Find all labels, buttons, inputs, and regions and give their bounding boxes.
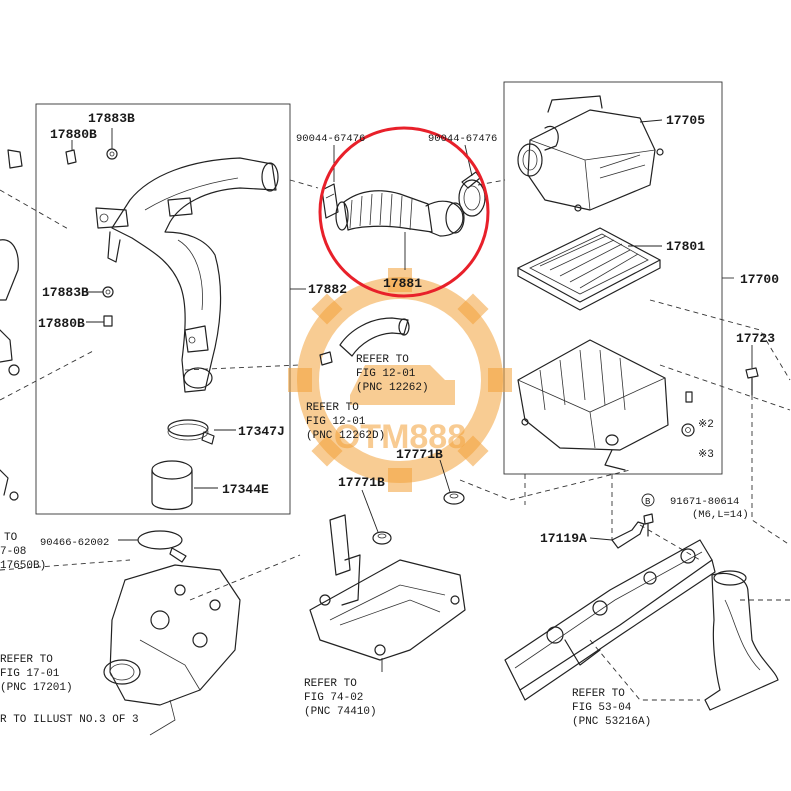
dash-right-3 — [751, 395, 791, 546]
clip-17880b-top — [65, 140, 77, 165]
dash-right-1 — [649, 299, 791, 381]
refer-fig-12-01-a: REFER TO FIG 12-01 (PNC 12262) — [356, 354, 429, 394]
label-91671: 91671-80614 — [670, 496, 739, 508]
svg-text:FIG 53-04: FIG 53-04 — [572, 702, 632, 714]
label-17882: 17882 — [308, 282, 347, 297]
refer-fig-74-02: REFER TO FIG 74-02 (PNC 74410) — [304, 678, 377, 718]
dash-right-2 — [659, 364, 791, 411]
svg-text:FIG 12-01: FIG 12-01 — [356, 368, 416, 380]
clip-17883b-mid — [86, 286, 114, 298]
label-90466: 90466-62002 — [40, 537, 109, 549]
label-17344e: 17344E — [222, 482, 269, 497]
breather-hose — [319, 317, 410, 366]
watermark-text: OTM888 — [334, 418, 466, 456]
dash-pipe-to-hose — [289, 179, 319, 189]
label-17880b-mid: 17880B — [38, 316, 85, 331]
grommet-17771b-top — [439, 459, 465, 505]
label-17700: 17700 — [740, 272, 779, 287]
watermark-gear: OTM888 — [288, 268, 512, 492]
label-17880b-top: 17880B — [50, 127, 97, 142]
air-filter-17801 — [517, 227, 662, 311]
intake-pipe-group-box — [35, 103, 291, 515]
turbocharger-body — [103, 564, 241, 736]
svg-text:(PNC 74410): (PNC 74410) — [304, 706, 377, 718]
highlight-circle — [318, 126, 490, 298]
dash-crossmember — [589, 639, 700, 701]
svg-text:REFER TO: REFER TO — [306, 402, 359, 414]
clip-17880b-mid — [86, 315, 113, 327]
svg-text:FIG 17-01: FIG 17-01 — [0, 668, 60, 680]
label-91671-spec: (M6,L=14) — [692, 509, 749, 521]
label-17771b-top: 17771B — [396, 447, 443, 462]
label-17883b-top: 17883B — [88, 111, 135, 126]
refer-fig-53-04: REFER TO FIG 53-04 (PNC 53216A) — [572, 688, 651, 728]
dash-bolt-down — [639, 524, 701, 561]
label-17723: 17723 — [736, 331, 775, 346]
hose-17344e — [151, 460, 218, 511]
air-intake-duct — [704, 570, 779, 711]
label-17347j: 17347J — [238, 424, 285, 439]
svg-text:TO: TO — [4, 532, 18, 544]
radiator-support-crossmember — [504, 539, 716, 701]
air-cleaner-cap-17705 — [517, 95, 664, 212]
svg-text:REFER TO: REFER TO — [572, 688, 625, 700]
dash-grommet-to-cleaner — [459, 469, 631, 501]
refer-fig-17-01: REFER TO FIG 17-01 (PNC 17201) — [0, 654, 73, 694]
bolt-91671 — [643, 513, 654, 537]
svg-text:(PNC 17201): (PNC 17201) — [0, 682, 73, 694]
label-17801: 17801 — [666, 239, 705, 254]
dash-turbo-to-bracket — [189, 554, 301, 601]
clamp-17347j — [167, 419, 236, 445]
left-edge-fragments — [0, 149, 23, 501]
label-90044-right: 90044-67476 — [428, 133, 497, 145]
svg-text:REFER TO: REFER TO — [356, 354, 409, 366]
label-90044-left: 90044-67476 — [296, 133, 365, 145]
note-x3: ※3 — [698, 449, 714, 461]
svg-text:FIG 74-02: FIG 74-02 — [304, 692, 363, 704]
refer-fig-12-01-b: REFER TO FIG 12-01 (PNC 12262D) — [306, 402, 385, 442]
note-x2: ※2 — [698, 419, 714, 431]
circle-b-letter: B — [645, 497, 651, 507]
label-17881: 17881 — [383, 276, 422, 291]
label-17119a: 17119A — [540, 531, 587, 546]
svg-text:REFER TO: REFER TO — [304, 678, 357, 690]
svg-text:REFER TO: REFER TO — [0, 654, 53, 666]
bolt-17723 — [745, 345, 759, 396]
dash-pipe-to-refer — [184, 364, 301, 371]
svg-text:(PNC 53216A): (PNC 53216A) — [572, 716, 651, 728]
svg-text:(PNC 12262D): (PNC 12262D) — [306, 430, 385, 442]
dash-left-3 — [0, 559, 131, 571]
battery-tray-bracket — [309, 514, 466, 672]
svg-text:17650B): 17650B) — [0, 560, 46, 572]
clip-17883b-top — [106, 128, 118, 160]
air-hose-17881 — [335, 190, 465, 270]
intake-pipe-17882 — [95, 157, 279, 393]
svg-text:(PNC 12262): (PNC 12262) — [356, 382, 429, 394]
dash-left-2 — [0, 189, 71, 231]
grommets-x2-x3 — [681, 391, 695, 437]
label-17771b-mid: 17771B — [338, 475, 385, 490]
svg-text:7-08: 7-08 — [0, 546, 26, 558]
air-cleaner-case — [517, 339, 669, 471]
label-17705: 17705 — [666, 113, 705, 128]
circle-b-marker — [641, 493, 655, 507]
refer-illust-note: R TO ILLUST NO.3 OF 3 — [0, 714, 139, 726]
refer-left-edge: TO 7-08 17650B) — [0, 532, 46, 572]
clamp-90466 — [118, 530, 187, 563]
svg-text:FIG 12-01: FIG 12-01 — [306, 416, 366, 428]
label-17883b-mid: 17883B — [42, 285, 89, 300]
grommet-17771b-mid — [361, 489, 392, 545]
bracket-17119a — [589, 521, 645, 549]
